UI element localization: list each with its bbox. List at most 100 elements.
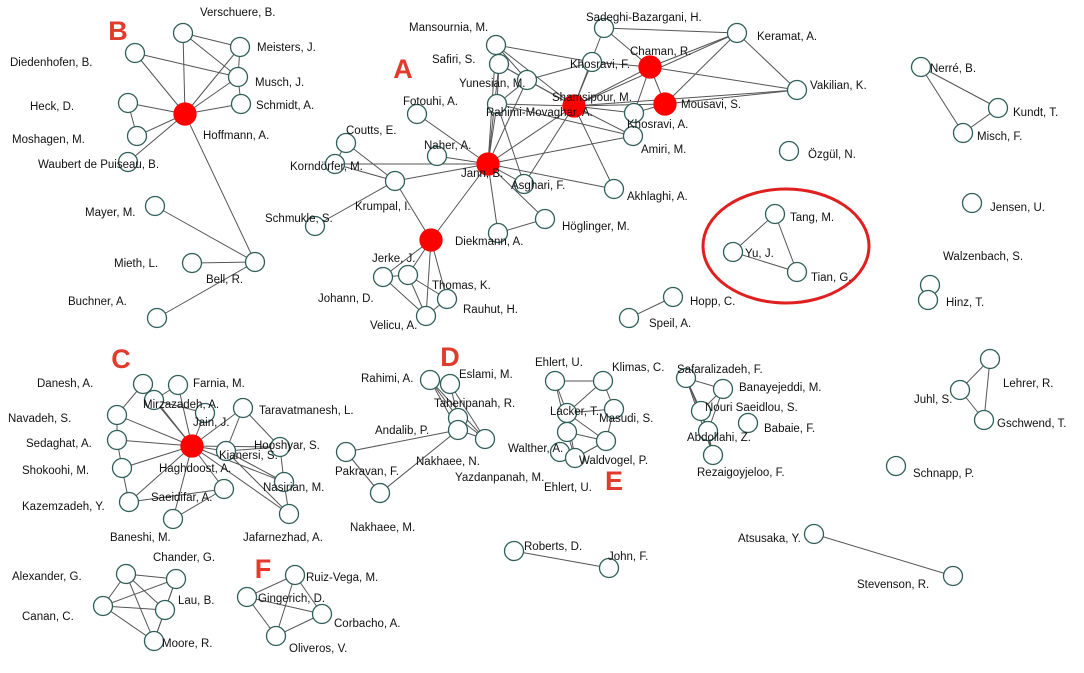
edge bbox=[430, 163, 489, 241]
edge bbox=[573, 66, 651, 107]
author-label: Gschwend, T. bbox=[997, 418, 1066, 430]
author-node bbox=[592, 370, 614, 392]
edge bbox=[184, 46, 241, 115]
cluster-letter: A bbox=[393, 54, 413, 84]
author-node bbox=[447, 419, 469, 441]
edge bbox=[664, 32, 738, 105]
author-node bbox=[556, 421, 578, 443]
edge bbox=[449, 383, 486, 440]
author-label: Coutts, E. bbox=[346, 125, 397, 137]
edge bbox=[134, 52, 239, 78]
author-label: Atsusaka, Y. bbox=[738, 533, 801, 545]
author-node bbox=[603, 178, 625, 200]
author-node bbox=[213, 478, 235, 500]
author-node bbox=[92, 595, 114, 617]
author-node bbox=[132, 373, 154, 395]
author-node bbox=[284, 564, 306, 586]
author-label: Taravatmanesh, L. bbox=[259, 405, 354, 417]
author-node bbox=[486, 93, 508, 115]
author-node bbox=[144, 195, 166, 217]
edge bbox=[191, 261, 256, 264]
edge bbox=[496, 103, 634, 137]
edge bbox=[774, 213, 798, 273]
author-node bbox=[623, 102, 645, 124]
edge bbox=[334, 163, 396, 182]
author-label: Verschuere, B. bbox=[200, 7, 275, 19]
author-label: Hooshyar, S. bbox=[254, 440, 320, 452]
author-node bbox=[143, 630, 165, 652]
edge bbox=[603, 27, 738, 34]
highlight-ring bbox=[701, 187, 871, 305]
author-label: Nouri Saeidlou, S. bbox=[705, 402, 798, 414]
author-label: Hopp, C. bbox=[690, 296, 735, 308]
edge bbox=[649, 32, 738, 68]
author-label: Babaie, F. bbox=[764, 423, 815, 435]
author-node bbox=[372, 266, 394, 288]
author-label: Krumpal, I. bbox=[355, 201, 411, 213]
author-node bbox=[415, 305, 437, 327]
author-label: Alexander, G. bbox=[12, 571, 82, 583]
edge bbox=[523, 105, 575, 185]
author-label: Shokoohi, M. bbox=[22, 465, 89, 477]
author-label: Shamsipour, M. bbox=[552, 92, 632, 104]
hub-node bbox=[638, 55, 662, 79]
author-node bbox=[369, 482, 391, 504]
author-label: Rahimi, A. bbox=[361, 373, 413, 385]
author-node bbox=[593, 17, 615, 39]
author-label: Kazemzadeh, Y. bbox=[22, 501, 105, 513]
author-label: Nasirian, M. bbox=[263, 482, 324, 494]
edge bbox=[573, 105, 615, 190]
author-node bbox=[117, 151, 139, 173]
author-label: Jain, J. bbox=[193, 417, 229, 429]
author-node bbox=[726, 22, 748, 44]
author-node bbox=[154, 599, 176, 621]
author-node bbox=[544, 370, 566, 392]
author-label: Walzenbach, S. bbox=[943, 251, 1023, 263]
cluster-letter: F bbox=[255, 554, 272, 584]
author-label: Moshagen, M. bbox=[12, 134, 85, 146]
edge bbox=[128, 488, 225, 503]
hub-node bbox=[562, 94, 586, 118]
author-label: Mousavi, S. bbox=[681, 99, 741, 111]
author-node bbox=[165, 568, 187, 590]
author-node bbox=[227, 66, 249, 88]
author-node bbox=[503, 540, 525, 562]
author-node bbox=[273, 471, 295, 493]
author-label: Banayejeddi, M. bbox=[739, 382, 821, 394]
author-label: Walther, A. bbox=[508, 443, 563, 455]
edge bbox=[156, 261, 256, 319]
author-node bbox=[485, 34, 507, 56]
author-node bbox=[603, 398, 625, 420]
author-node bbox=[778, 140, 800, 162]
author-node bbox=[979, 348, 1001, 370]
author-label: Jann, B. bbox=[461, 168, 503, 180]
edge bbox=[813, 533, 954, 577]
edge bbox=[526, 61, 593, 81]
author-node bbox=[803, 523, 825, 545]
author-label: Gingerich, D. bbox=[258, 593, 325, 605]
author-label: Schmukle, S. bbox=[265, 213, 333, 225]
label-layer: Verschuere, B.Meisters, J.Diedenhofen, B… bbox=[8, 7, 1066, 655]
author-label: Diekmann, A. bbox=[455, 236, 523, 248]
author-label: Tian, G. bbox=[811, 272, 851, 284]
author-label: Farnia, M. bbox=[193, 378, 245, 390]
author-node bbox=[236, 586, 258, 608]
author-node bbox=[436, 288, 458, 310]
edge bbox=[182, 32, 186, 115]
author-label: Stevenson, R. bbox=[857, 579, 929, 591]
author-label: Keramat, A. bbox=[757, 31, 817, 43]
edge bbox=[487, 163, 546, 220]
author-node bbox=[126, 125, 148, 147]
cluster-letter: C bbox=[111, 344, 131, 374]
author-label: Waldvogel, P. bbox=[579, 455, 648, 467]
edge bbox=[102, 605, 166, 611]
author-label: Saeidifar, A. bbox=[151, 492, 212, 504]
author-node bbox=[115, 563, 137, 585]
author-node bbox=[764, 203, 786, 225]
author-label: Oliveros, V. bbox=[289, 643, 347, 655]
author-node bbox=[426, 145, 448, 167]
author-node bbox=[952, 122, 974, 144]
edge bbox=[345, 429, 459, 453]
author-label: Ehlert, U. bbox=[535, 357, 583, 369]
